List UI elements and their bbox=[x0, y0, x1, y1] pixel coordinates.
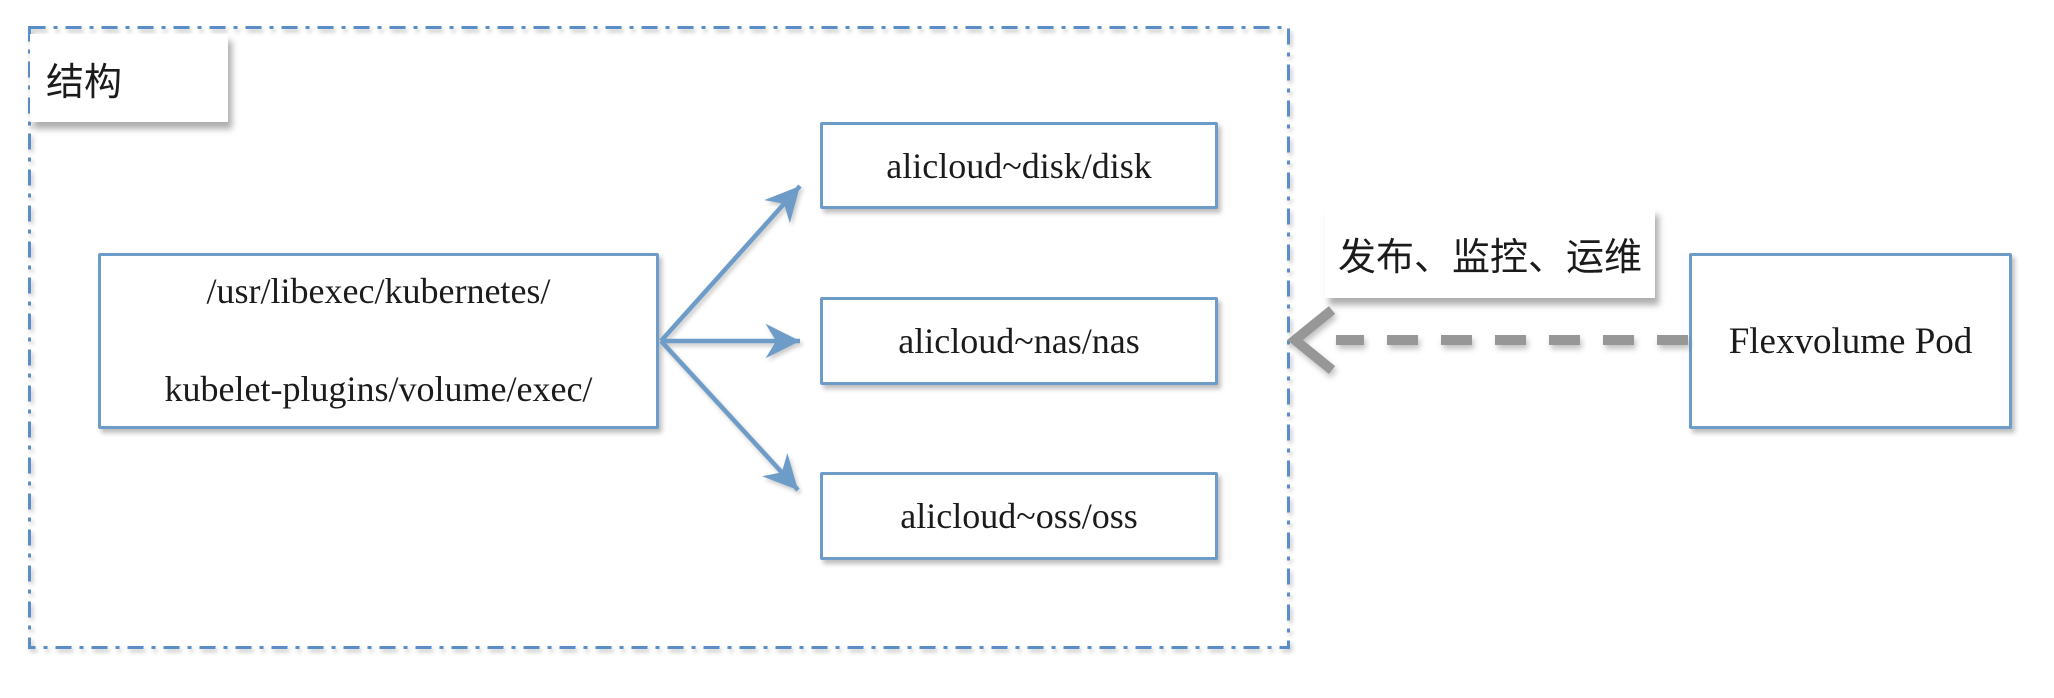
flexvolume-pod-box: Flexvolume Pod bbox=[1689, 253, 2012, 429]
plugin-directory-path-line1: /usr/libexec/kubernetes/ bbox=[206, 271, 551, 311]
plugin-box-oss: alicloud~oss/oss bbox=[820, 472, 1218, 560]
arrow-pod-to-structure-head bbox=[1287, 306, 1336, 374]
plugin-box-oss-label: alicloud~oss/oss bbox=[900, 496, 1138, 536]
plugin-box-disk: alicloud~disk/disk bbox=[820, 122, 1218, 209]
plugin-directory-path-line2: kubelet-plugins/volume/exec/ bbox=[164, 369, 593, 409]
arrow-directory-to-oss bbox=[659, 339, 800, 492]
plugin-box-nas-label: alicloud~nas/nas bbox=[898, 321, 1140, 361]
flexvolume-pod-label: Flexvolume Pod bbox=[1728, 320, 1973, 362]
deploy-monitor-ops-label-text: 发布、监控、运维 bbox=[1337, 236, 1642, 279]
arrow-directory-to-disk bbox=[659, 184, 802, 343]
plugin-box-disk-label: alicloud~disk/disk bbox=[886, 145, 1152, 186]
structure-region-label: 结构 bbox=[30, 34, 228, 122]
plugin-box-nas: alicloud~nas/nas bbox=[820, 297, 1218, 385]
deploy-monitor-ops-label: 发布、监控、运维 bbox=[1325, 208, 1655, 298]
structure-region-label-text: 结构 bbox=[46, 61, 123, 104]
arrow-pod-to-structure bbox=[1287, 306, 1688, 374]
plugin-directory-box: /usr/libexec/kubernetes/ kubelet-plugins… bbox=[98, 253, 659, 429]
